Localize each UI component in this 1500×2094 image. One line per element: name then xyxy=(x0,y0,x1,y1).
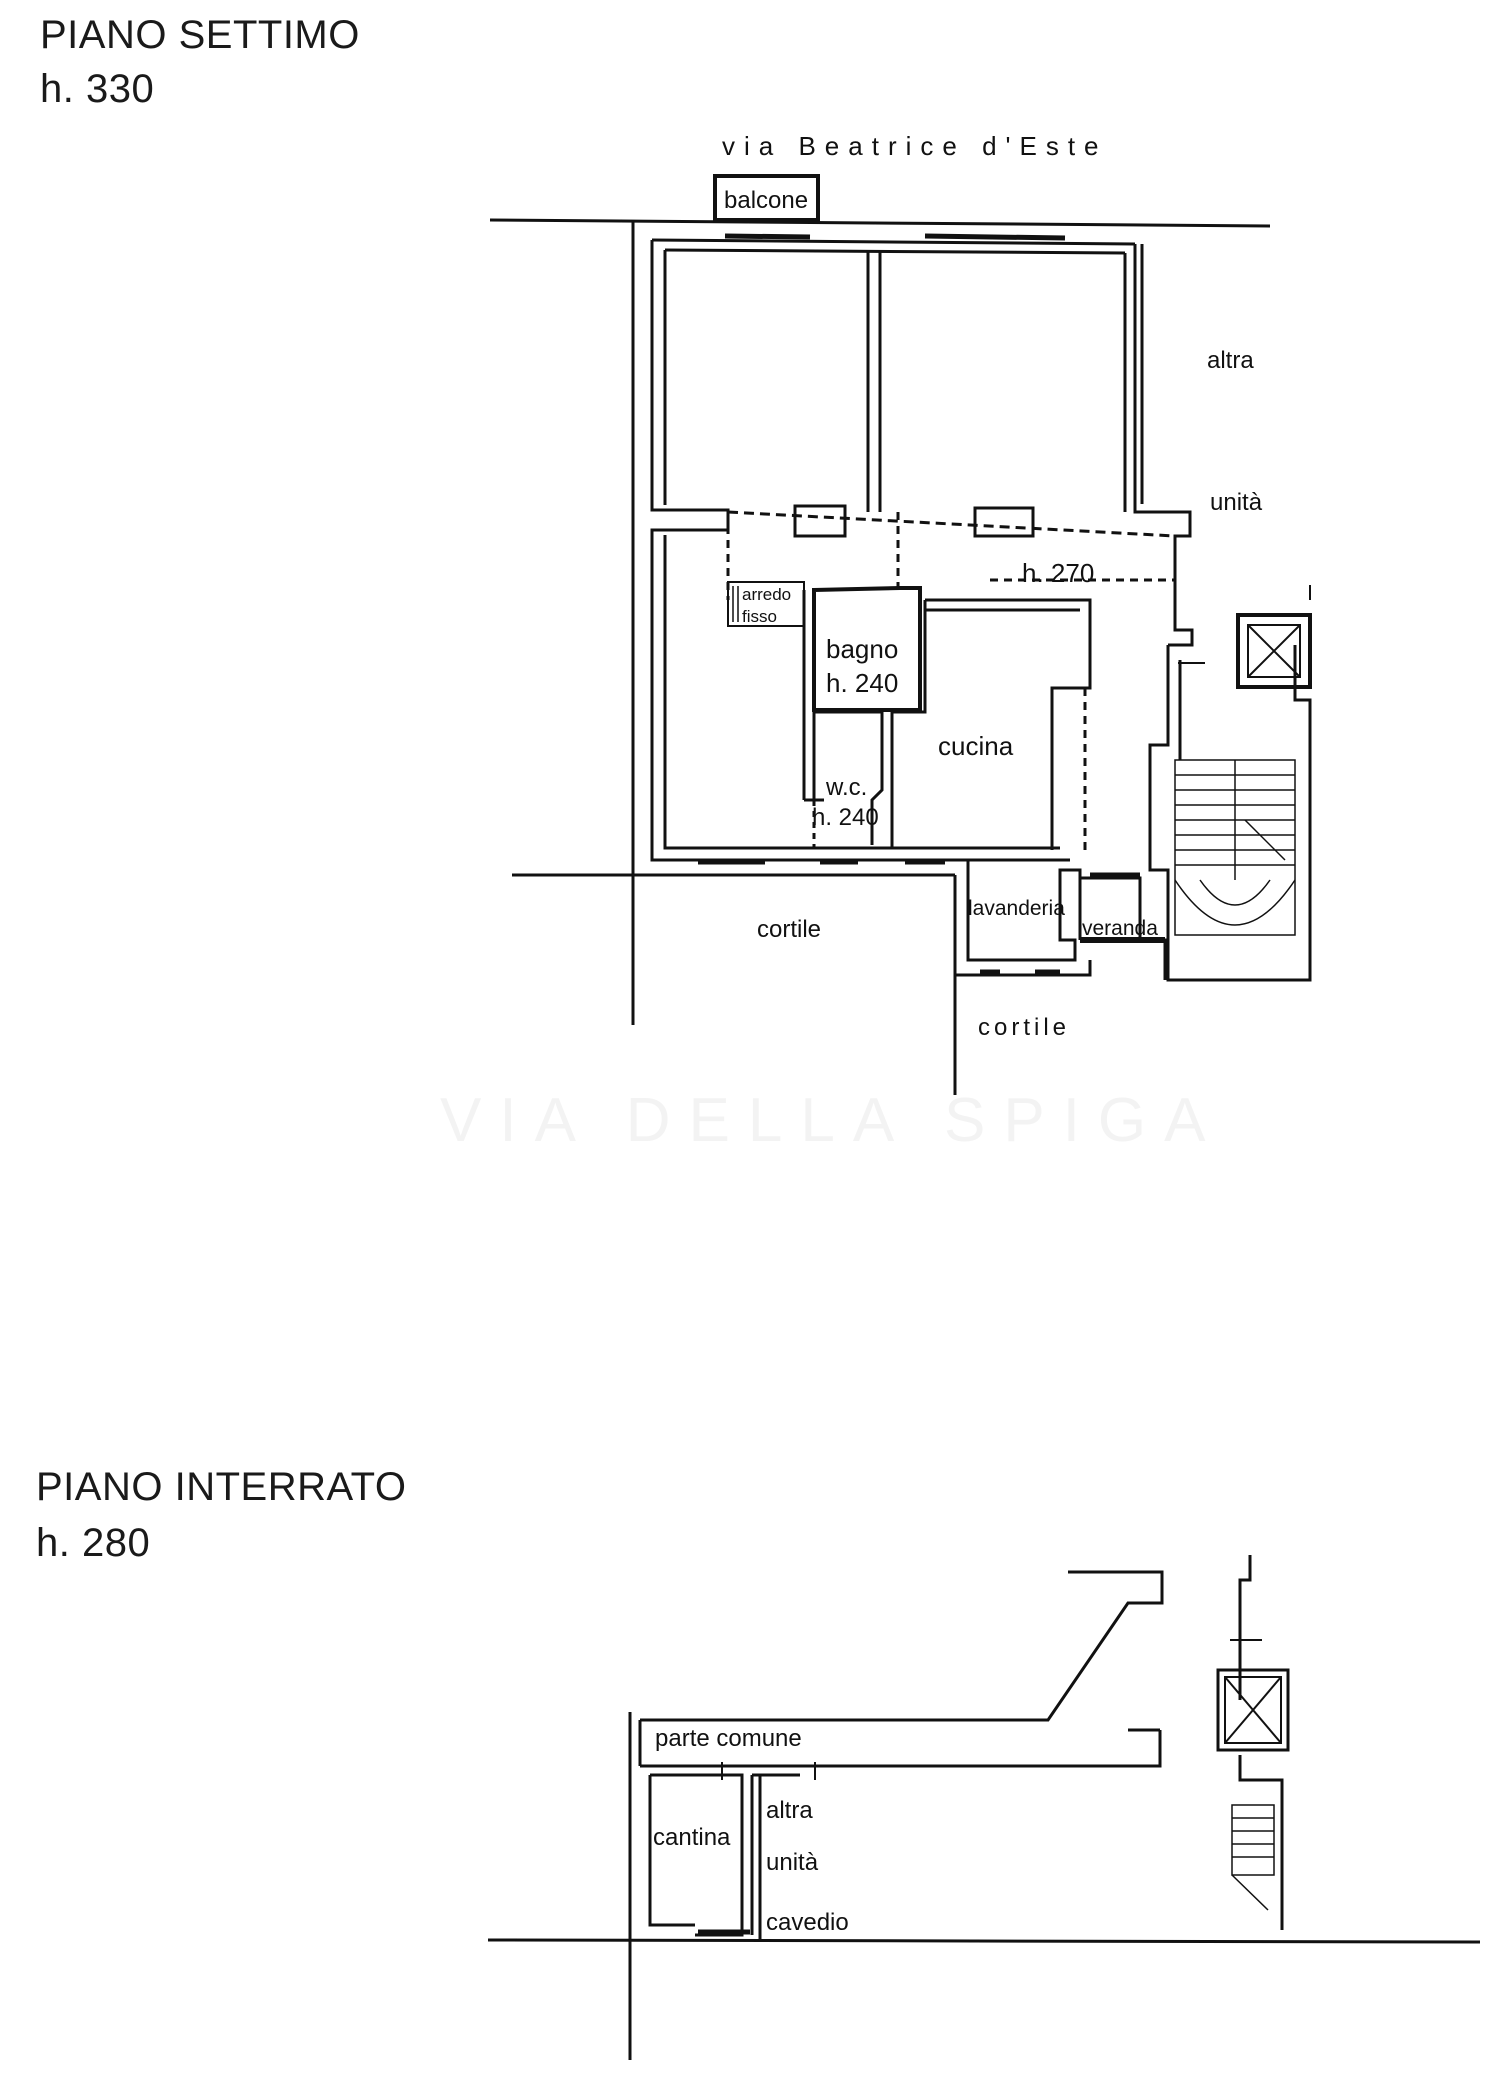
bagno-height-label: h. 240 xyxy=(826,668,898,698)
watermark: VIA DELLA SPIGA xyxy=(440,1086,1224,1155)
lower-altra-label: altra xyxy=(766,1797,813,1824)
arredo-label: arredo xyxy=(742,585,791,604)
cucina-label: cucina xyxy=(938,731,1014,761)
parte-comune-label: parte comune xyxy=(655,1725,802,1752)
cavedio-label: cavedio xyxy=(766,1909,849,1936)
upper-floor-height: h. 330 xyxy=(40,67,155,111)
veranda-label: veranda xyxy=(1082,917,1158,940)
wc-label: w.c. xyxy=(825,774,867,801)
outer-wall-left xyxy=(650,240,1070,862)
lower-floor-plan xyxy=(487,1555,1481,2060)
upper-floor-plan xyxy=(489,174,1312,1095)
stair-treads xyxy=(1174,759,1296,936)
lower-floor-title: PIANO INTERRATO xyxy=(36,1465,407,1509)
balcone-label: balcone xyxy=(724,187,808,214)
altra-label: altra xyxy=(1207,347,1254,374)
windows-courtyard xyxy=(698,859,1140,975)
upper-floor-title: PIANO SETTIMO xyxy=(40,13,360,57)
cortile-right-label: cortile xyxy=(978,1014,1070,1041)
street-line xyxy=(489,218,1271,228)
fisso-label: fisso xyxy=(742,607,777,626)
lower-unita-label: unità xyxy=(766,1849,819,1876)
cortile-left-label: cortile xyxy=(757,916,821,943)
lower-street-line xyxy=(487,1938,1481,1944)
windows-street xyxy=(724,233,1066,241)
cantina-label: cantina xyxy=(653,1824,731,1851)
lavanderia-label: lavanderia xyxy=(968,897,1065,920)
outer-wall-right xyxy=(1133,244,1194,647)
unita-label: unità xyxy=(1210,489,1263,516)
h270-label: h. 270 xyxy=(1022,558,1094,588)
bagno-walls xyxy=(812,586,922,712)
wc-height-label: h. 240 xyxy=(812,804,879,831)
lift-box xyxy=(1236,613,1312,689)
street-label: via Beatrice d'Este xyxy=(722,131,1108,161)
stair-walls xyxy=(1148,645,1312,982)
balcone-box xyxy=(713,174,820,222)
lower-floor-height: h. 280 xyxy=(36,1521,151,1565)
bagno-label: bagno xyxy=(826,634,898,664)
